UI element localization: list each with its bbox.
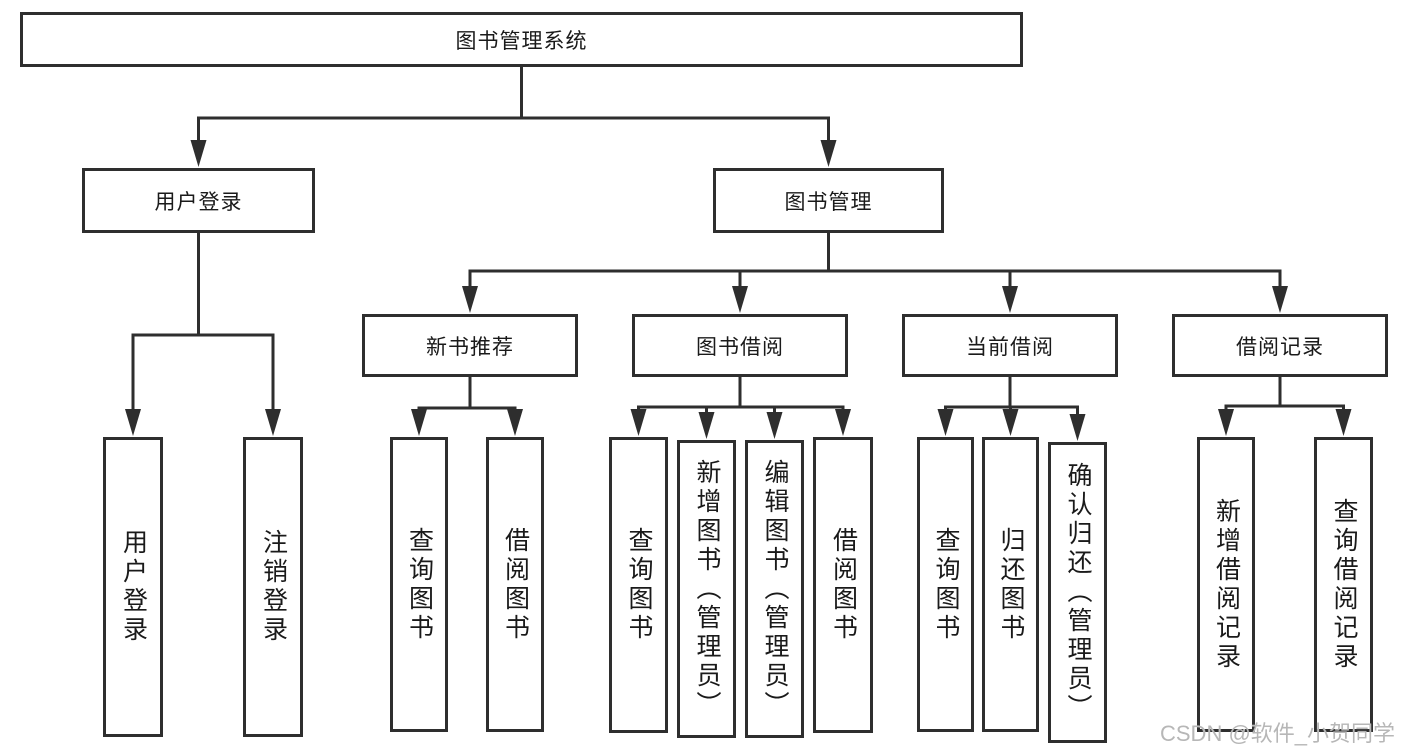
node-rec-borrow-book: 借阅图书 <box>486 437 544 732</box>
node-label: 用户登录 <box>154 190 243 214</box>
connector-arrowhead-bb-add-book <box>698 412 715 439</box>
node-cb-confirm-return: 确认归还（管理员） <box>1048 442 1107 743</box>
node-br-add-record: 新增借阅记录 <box>1197 437 1255 732</box>
connector-arrowhead-bb-borrow-book <box>835 409 851 436</box>
connector-arrowhead-rec-query-book <box>411 409 427 436</box>
connector-arrowhead-user-logout <box>265 409 281 436</box>
node-label: 注销登录 <box>259 529 288 645</box>
node-label: 图书管理系统 <box>455 29 588 53</box>
watermark-text: CSDN @软件_小贺同学 <box>1160 721 1396 746</box>
node-label: 查询图书 <box>405 526 434 643</box>
node-label: 查询图书 <box>932 526 960 643</box>
node-book-mgmt: 图书管理 <box>713 168 944 233</box>
node-label: 当前借阅 <box>966 335 1054 359</box>
node-label: 新增借阅记录 <box>1212 497 1241 672</box>
node-user-login: 用户登录 <box>103 437 163 737</box>
connector-arrowhead-book-borrow <box>732 286 748 313</box>
node-user-logout: 注销登录 <box>243 437 303 737</box>
node-label: 借阅记录 <box>1236 335 1324 359</box>
connector-arrowhead-br-add-record <box>1218 409 1234 436</box>
connector-arrowhead-cb-return-book <box>1002 409 1019 436</box>
node-bb-borrow-book: 借阅图书 <box>813 437 873 733</box>
node-user-login-module: 用户登录 <box>82 168 315 233</box>
node-root: 图书管理系统 <box>20 12 1023 67</box>
node-label: 确认归还（管理员） <box>1064 462 1092 723</box>
node-bb-query-book: 查询图书 <box>609 437 668 733</box>
node-label: 图书管理 <box>784 190 873 214</box>
node-cb-query-book: 查询图书 <box>917 437 974 732</box>
node-label: 借阅图书 <box>829 527 858 643</box>
node-rec-query-book: 查询图书 <box>390 437 448 732</box>
node-bb-add-book: 新增图书（管理员） <box>677 440 736 738</box>
connector-arrowhead-rec-borrow-book <box>507 409 523 436</box>
connector-arrowhead-user-login <box>125 409 141 436</box>
node-label: 新书推荐 <box>426 335 514 359</box>
node-bb-edit-book: 编辑图书（管理员） <box>745 440 804 738</box>
node-new-book-rec: 新书推荐 <box>362 314 578 377</box>
connector-arrowhead-user-login-module <box>190 140 207 167</box>
node-label: 新增图书（管理员） <box>693 458 721 720</box>
node-borrow-records: 借阅记录 <box>1172 314 1388 377</box>
node-label: 借阅图书 <box>501 526 530 643</box>
node-current-borrow: 当前借阅 <box>902 314 1118 377</box>
connector-arrowhead-br-query-record <box>1335 409 1352 436</box>
connector-arrowhead-cb-confirm-return <box>1069 414 1086 441</box>
node-label: 查询图书 <box>625 527 653 643</box>
node-label: 编辑图书（管理员） <box>761 458 789 720</box>
connector-arrowhead-current-borrow <box>1002 286 1018 313</box>
connector-arrowhead-book-mgmt <box>820 140 837 167</box>
node-label: 查询借阅记录 <box>1330 497 1358 672</box>
node-label: 用户登录 <box>119 529 148 645</box>
connector-arrowhead-new-book-rec <box>462 286 478 313</box>
node-cb-return-book: 归还图书 <box>982 437 1039 732</box>
node-br-query-record: 查询借阅记录 <box>1314 437 1373 732</box>
connector-arrowhead-bb-query-book <box>630 409 647 436</box>
node-book-borrow: 图书借阅 <box>632 314 848 377</box>
node-label: 图书借阅 <box>696 335 784 359</box>
connector-arrowhead-bb-edit-book <box>766 412 783 439</box>
node-label: 归还图书 <box>997 526 1025 643</box>
connector-arrowhead-cb-query-book <box>937 409 954 436</box>
connector-arrowhead-borrow-records <box>1272 286 1288 313</box>
